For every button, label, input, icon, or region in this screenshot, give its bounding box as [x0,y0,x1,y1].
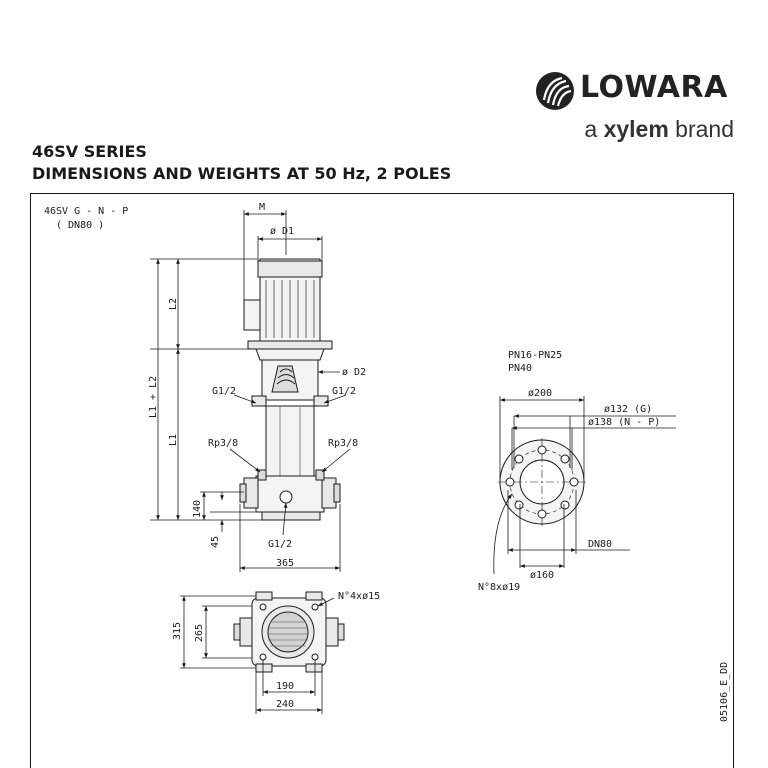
tagline-prefix: a [584,116,598,142]
label-m: M [259,202,265,213]
label-l2: L2 [168,298,179,310]
label-holes-base: N°4xø15 [338,591,380,602]
title-line-1: 46SV SERIES [32,142,147,161]
flange-dn: DN80 [588,539,612,550]
label-g12-right: G1/2 [332,386,356,397]
label-240: 240 [276,699,294,710]
document-code: 05106_E_DD [719,662,730,722]
flange-holes: N°8xø19 [478,582,520,593]
brand-block: LOWARA a xylem brand [534,70,734,150]
flange-dia-132: ø132 (G) [604,404,652,415]
label-l1: L1 [168,434,179,446]
tagline-suffix: brand [675,116,734,142]
flange-pressure-2: PN40 [508,363,532,374]
flange-dia-138: ø138 (N - P) [588,417,660,428]
flange-dia-160: ø160 [530,570,554,581]
label-140: 140 [192,500,203,518]
title-line-2: DIMENSIONS AND WEIGHTS AT 50 Hz, 2 POLES [32,164,452,183]
label-rp38-left: Rp3/8 [208,438,238,449]
pump-plan-view [233,591,345,673]
label-g12-left: G1/2 [212,386,236,397]
page-title: 46SV SERIES DIMENSIONS AND WEIGHTS AT 50… [32,141,451,185]
flange-dimensions [493,396,676,575]
model-code: 46SV G - N - P [44,206,128,217]
label-g12-bottom: G1/2 [268,539,292,550]
label-265: 265 [194,624,205,642]
flange-dia-200: ø200 [528,388,552,399]
lowara-logo-icon [536,72,574,110]
elevation-dimensions [150,210,351,572]
drawing-frame [30,193,734,768]
label-190: 190 [276,681,294,692]
flange-view [498,438,586,526]
label-l1-plus-l2: L1 + L2 [148,376,159,418]
pump-elevation-view [239,258,341,521]
label-365: 365 [276,558,294,569]
label-45: 45 [210,536,221,548]
label-rp38-right: Rp3/8 [328,438,358,449]
plan-dimensions [180,595,335,714]
flange-pressure-1: PN16-PN25 [508,350,562,361]
label-d2: ø D2 [342,367,366,378]
label-315: 315 [172,622,183,640]
label-d1: ø D1 [270,226,294,237]
tagline-brand: xylem [603,116,669,142]
model-sub: ( DN80 ) [56,220,104,231]
brand-tagline: a xylem brand [584,116,734,143]
brand-name: LOWARA [580,70,728,105]
